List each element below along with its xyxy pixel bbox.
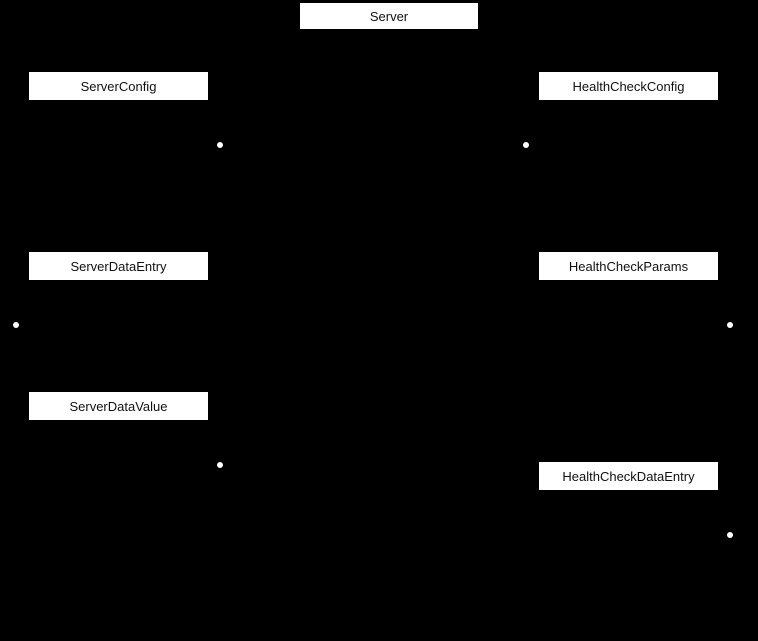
node-health-check-config: HealthCheckConfig bbox=[539, 72, 718, 100]
node-label: HealthCheckParams bbox=[568, 258, 689, 274]
connector-dot bbox=[727, 322, 733, 328]
node-label: Server bbox=[369, 8, 409, 24]
node-label: ServerDataEntry bbox=[70, 258, 167, 274]
node-health-check-params: HealthCheckParams bbox=[539, 252, 718, 280]
node-server-config: ServerConfig bbox=[29, 72, 208, 100]
node-label: ServerDataValue bbox=[69, 398, 168, 414]
node-server-data-entry: ServerDataEntry bbox=[29, 252, 208, 280]
connector-dot bbox=[523, 142, 529, 148]
node-server-data-value: ServerDataValue bbox=[29, 392, 208, 420]
node-label: ServerConfig bbox=[80, 78, 157, 94]
node-health-check-data-entry: HealthCheckDataEntry bbox=[539, 462, 718, 490]
connector-dot bbox=[727, 532, 733, 538]
connector-dot bbox=[13, 322, 19, 328]
connector-dot bbox=[217, 462, 223, 468]
connector-dot bbox=[217, 142, 223, 148]
node-label: HealthCheckConfig bbox=[572, 78, 685, 94]
node-server: Server bbox=[300, 3, 478, 29]
node-label: HealthCheckDataEntry bbox=[562, 468, 695, 484]
